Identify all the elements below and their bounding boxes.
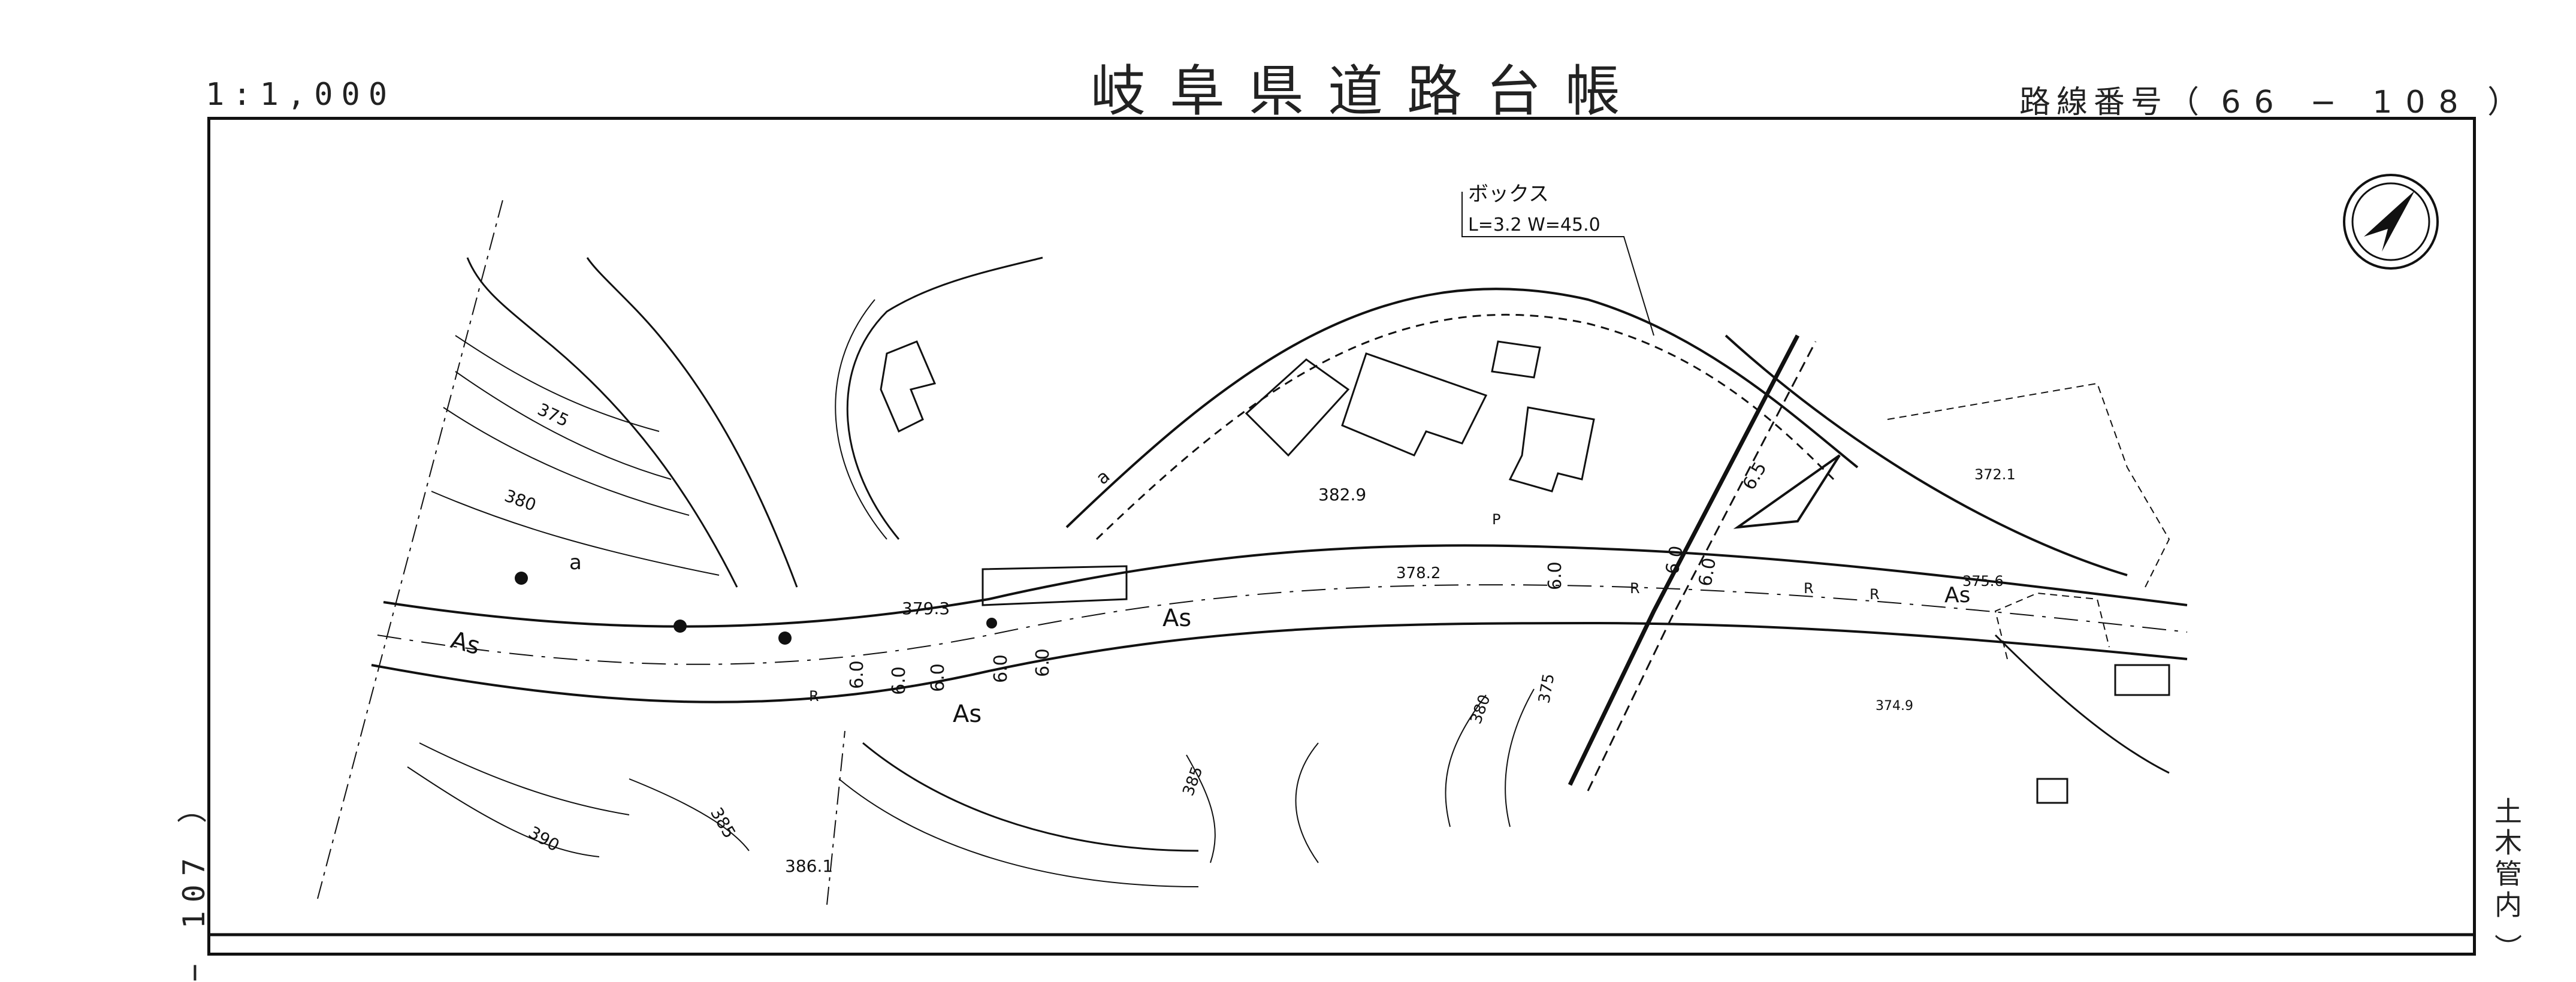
route-number: 路線番号（ 66 − 108 ） xyxy=(2019,77,2524,122)
contour-label: 385 xyxy=(1179,764,1206,798)
contour-mid-385 xyxy=(1186,754,1216,863)
building-1 xyxy=(1341,352,1488,457)
spot-height: 375.6 xyxy=(1962,573,2004,590)
width-label: 6.0 xyxy=(889,666,910,695)
width-label: 6.0 xyxy=(928,663,949,692)
width-label: 6.0 xyxy=(990,654,1011,683)
slope-left-top xyxy=(466,257,738,588)
contour-390 xyxy=(407,766,600,857)
parcel-right xyxy=(1994,592,2110,660)
slope-upper-left-inner xyxy=(835,299,887,540)
misc-label: R xyxy=(1630,580,1640,597)
road-centerline xyxy=(377,584,2188,665)
culvert-leader xyxy=(1461,192,1654,336)
building-6 xyxy=(982,565,1128,606)
surface-label: As xyxy=(1944,583,1970,608)
survey-points xyxy=(515,572,997,645)
contour-388 xyxy=(419,742,630,815)
surface-label: As xyxy=(1162,605,1191,632)
width-label: 6.5 xyxy=(1739,458,1771,494)
width-label: 6.0 xyxy=(1032,648,1053,677)
survey-point xyxy=(778,631,792,645)
surface-label: As xyxy=(448,626,482,660)
width-label: 6.0 xyxy=(1545,561,1566,590)
north-arrow-icon xyxy=(2343,174,2439,270)
misc-label: P xyxy=(1492,511,1500,528)
contour-379 xyxy=(443,407,690,516)
contour-380 xyxy=(431,491,720,576)
upper-road-inner xyxy=(1095,313,1835,540)
survey-point xyxy=(515,572,528,585)
building-7 xyxy=(2114,664,2170,696)
route-number-value: 66 − 108 xyxy=(2221,84,2472,120)
width-label: 6.0 xyxy=(1662,544,1687,576)
surface-label: As xyxy=(953,700,982,728)
contour-377 xyxy=(455,371,672,480)
contour-375 xyxy=(455,335,660,432)
spot-height: 379.3 xyxy=(902,599,950,618)
junction-triangle xyxy=(1733,454,1841,529)
spot-height: 372.1 xyxy=(1974,466,2016,483)
slope-left-mid xyxy=(586,257,798,588)
misc-label: R xyxy=(809,688,819,705)
spot-height: 374.9 xyxy=(1876,699,1913,714)
road-edge-south xyxy=(371,621,2188,703)
width-label: 6.0 xyxy=(1695,556,1720,588)
building-8 xyxy=(2036,778,2068,804)
misc-label: a xyxy=(569,551,582,575)
slope-lower-mid-2 xyxy=(838,778,1199,887)
parcel-upper-right xyxy=(1887,382,2170,588)
contour-label: 375 xyxy=(1535,672,1558,705)
map-scale: 1:1,000 xyxy=(206,77,396,113)
spot-height: 382.9 xyxy=(1318,485,1366,504)
contour-mid-380 xyxy=(1445,694,1487,827)
contour-mid-375 xyxy=(1505,688,1535,827)
spot-height: 386.1 xyxy=(785,856,833,876)
slope-lower-mid xyxy=(862,742,1199,852)
contour-label: 375 xyxy=(534,399,572,430)
misc-label: R xyxy=(1804,580,1814,597)
misc-label: R xyxy=(1870,586,1880,603)
route-suffix: ） xyxy=(2487,84,2525,120)
railway-line xyxy=(1568,334,1800,786)
building-5 xyxy=(880,340,937,433)
width-label: 6.0 xyxy=(847,660,868,689)
survey-point xyxy=(986,618,997,629)
contour-label: 380 xyxy=(1467,692,1494,726)
slope-upper-left-outer xyxy=(846,256,1043,540)
contour-label: 390 xyxy=(526,822,563,855)
culvert-spec: L=3.2 W=45.0 xyxy=(1468,214,1600,235)
page-title: 岐阜県道路台帳 xyxy=(1091,59,1645,123)
building-3 xyxy=(1508,406,1595,492)
road-edge-north xyxy=(383,544,2188,628)
road-map: ボックス L=3.2 W=45.0 382.9 379.3 378.2 372.… xyxy=(207,174,2476,936)
spot-height: 378.2 xyxy=(1396,564,1440,582)
upper-road-edge xyxy=(1065,288,1859,528)
railway-offset xyxy=(1587,341,1817,791)
slope-lower-right xyxy=(1994,634,2170,774)
boundary-line-left xyxy=(317,197,504,899)
building-4 xyxy=(1245,358,1350,457)
contour-mid-2 xyxy=(1295,742,1319,863)
right-margin-text: 土木管内 ） xyxy=(2490,797,2523,965)
boundary-line-mid xyxy=(826,730,845,905)
contour-385 xyxy=(629,778,750,851)
building-2 xyxy=(1491,340,1541,379)
survey-point xyxy=(674,620,687,633)
contour-label: 380 xyxy=(502,486,539,515)
right-branch-edge xyxy=(1725,334,2128,576)
culvert-name: ボックス xyxy=(1468,182,1549,206)
route-prefix: 路線番号（ xyxy=(2019,84,2206,120)
